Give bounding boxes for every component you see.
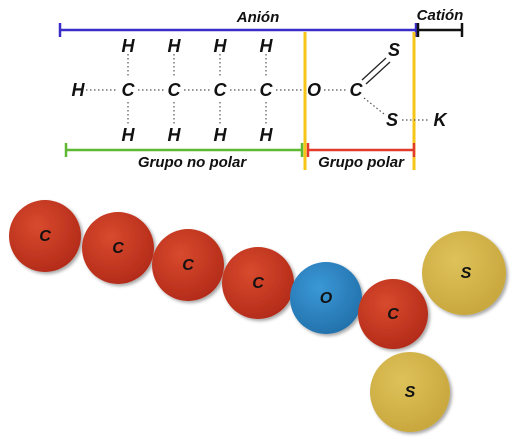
formula-bonds [86,54,428,126]
chain-o: O [307,80,321,100]
s-single: S [386,110,398,130]
nonpolar-bracket [64,143,304,157]
double-bond [361,57,391,85]
carbon-ball-5 [358,279,428,349]
carbon-ball-1-label: C [39,228,51,245]
carbon-ball-5-label: C [387,306,399,323]
oxygen-ball [290,262,362,334]
cation-bracket [416,23,464,37]
bottom-h-2: H [168,125,182,145]
anion-bracket [58,23,418,37]
oxygen-ball-label: O [320,290,333,307]
formula-atoms: H H H H H C C C C O C S S K H H H H [72,36,449,145]
chain-c-1: C [122,80,136,100]
carbon-ball-4 [222,247,294,319]
carbon-ball-3 [152,229,224,301]
carbon-ball-3-label: C [182,257,194,274]
cation-label: Catión [417,7,464,24]
ball-model [9,200,506,432]
sulfur-ball-bottom-label: S [405,384,416,401]
top-h-4: H [260,36,274,56]
sulfur-ball-right-label: S [461,265,472,282]
carbon-ball-4-label: C [252,275,264,292]
anion-label: Anión [236,9,280,26]
ball-labels: C C C C O C S S [39,228,471,401]
top-h-1: H [122,36,136,56]
sulfur-ball-right [422,231,506,315]
bottom-h-4: H [260,125,274,145]
chain-h: H [72,80,86,100]
bottom-h-3: H [214,125,228,145]
bottom-h-1: H [122,125,136,145]
polar-bracket [306,143,416,157]
k-atom: K [434,110,449,130]
chain-c-5: C [350,80,364,100]
carbon-ball-2-label: C [112,240,124,257]
carbon-ball-2 [82,212,154,284]
carbon-ball-1 [9,200,81,272]
top-h-2: H [168,36,182,56]
chain-c-3: C [214,80,228,100]
polar-label: Grupo polar [318,154,405,171]
sulfur-ball-bottom [370,352,450,432]
chain-c-4: C [260,80,274,100]
top-h-3: H [214,36,228,56]
s-double: S [388,40,400,60]
nonpolar-label: Grupo no polar [138,154,247,171]
chain-c-2: C [168,80,182,100]
